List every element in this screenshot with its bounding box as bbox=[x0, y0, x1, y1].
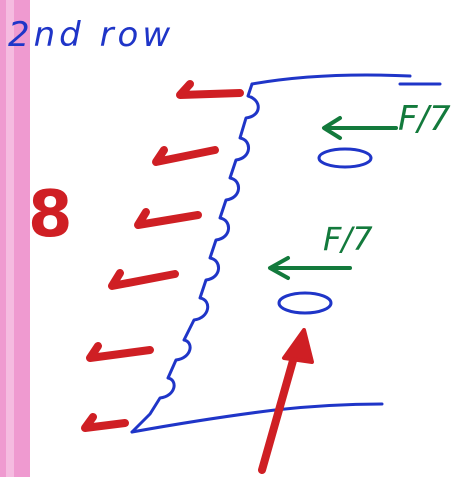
red-arrow-4 bbox=[108, 269, 179, 290]
heading-text: 2nd row bbox=[8, 15, 174, 55]
ellipse-upper bbox=[317, 147, 373, 169]
red-arrow-2 bbox=[152, 146, 219, 166]
green-arrows bbox=[268, 116, 398, 280]
red-arrow-1 bbox=[176, 80, 244, 99]
red-arrows-left bbox=[81, 80, 244, 432]
green-arrow-lower-head bbox=[268, 256, 290, 280]
ellipse-lower bbox=[277, 291, 333, 315]
margin-stripe-highlight bbox=[6, 0, 14, 477]
count-label: 8 bbox=[28, 178, 73, 252]
green-arrow-upper-head bbox=[322, 116, 342, 140]
scalloped-chain bbox=[130, 82, 260, 434]
margin-stripe bbox=[0, 0, 30, 477]
red-arrow-6 bbox=[81, 413, 129, 432]
top-line bbox=[250, 73, 412, 86]
force-label-upper: F/7 bbox=[398, 99, 451, 139]
red-arrow-5 bbox=[86, 342, 154, 362]
bottom-line bbox=[130, 402, 384, 434]
upward-force-arrow bbox=[258, 328, 314, 474]
red-arrow-3 bbox=[134, 208, 202, 229]
force-label-lower: F/7 bbox=[323, 220, 373, 258]
